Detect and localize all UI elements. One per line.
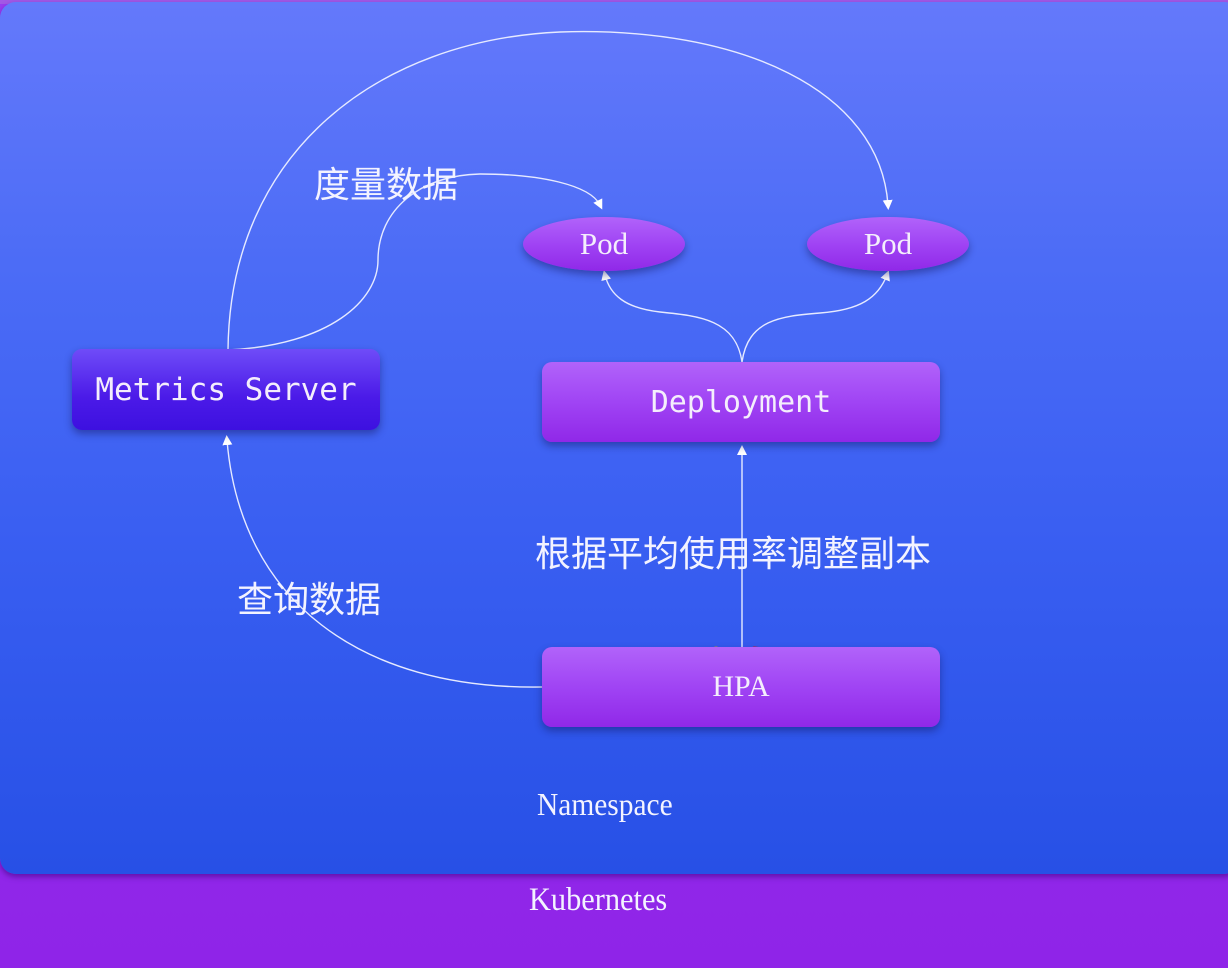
metrics-server-label: Metrics Server (95, 371, 357, 408)
hpa-node[interactable]: HPA (542, 647, 940, 727)
pod-node-left[interactable]: Pod (523, 217, 685, 271)
query-data-label: 查询数据 (237, 580, 382, 621)
metrics-data-label: 度量数据 (314, 165, 459, 206)
pod-left-label: Pod (579, 226, 629, 261)
pod-right-label: Pod (863, 226, 913, 261)
deployment-label: Deployment (650, 384, 832, 420)
metrics-server-node[interactable]: Metrics Server (72, 349, 380, 430)
namespace-label: Namespace (537, 786, 673, 822)
pod-node-right[interactable]: Pod (807, 217, 969, 271)
scale-replicas-label: 根据平均使用率调整副本 (535, 534, 932, 575)
deployment-node[interactable]: Deployment (542, 362, 940, 442)
hpa-label: HPA (712, 670, 770, 703)
kubernetes-label: Kubernetes (529, 882, 668, 918)
